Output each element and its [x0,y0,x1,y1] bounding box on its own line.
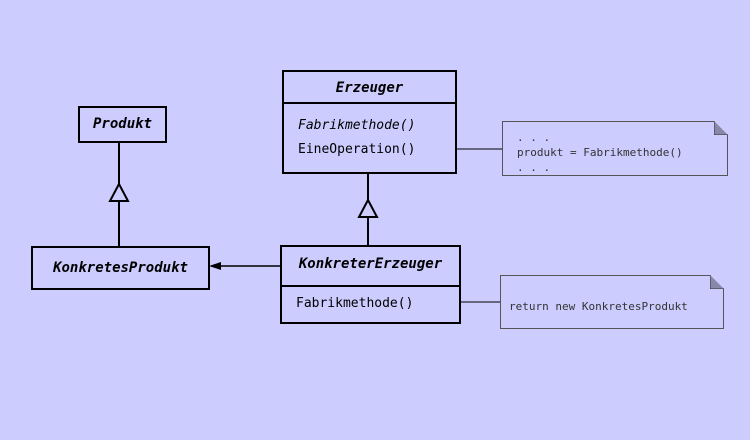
class-konkretes-produkt: KonkretesProdukt [31,246,210,290]
note-eineoperation: . . . produkt = Fabrikmethode() . . . [502,121,728,176]
note-fold-icon [710,275,724,289]
dependency-arrowhead [209,262,221,270]
inheritance-triangle-produkt [108,181,130,202]
note-line: . . . [517,131,551,144]
class-konkretes-produkt-title: KonkretesProdukt [53,260,188,276]
erzeuger-operation-eineoperation: EineOperation() [298,142,416,157]
note-line: return new KonkretesProdukt [509,300,688,313]
class-konkreter-erzeuger: KonkreterErzeuger Fabrikmethode() [280,245,461,324]
konkreter-erzeuger-operation-fabrikmethode: Fabrikmethode() [296,296,414,311]
class-produkt: Produkt [78,106,167,143]
class-konkreter-erzeuger-title: KonkreterErzeuger [282,247,459,287]
note-line: produkt = Fabrikmethode() [517,146,683,159]
note-fabrikmethode: return new KonkretesProdukt [500,275,724,329]
note-line: . . . [517,161,551,174]
class-produkt-title: Produkt [92,116,152,132]
class-erzeuger: Erzeuger Fabrikmethode() EineOperation() [282,70,457,174]
note-fold-icon [714,121,728,135]
class-erzeuger-title: Erzeuger [284,72,455,104]
inheritance-triangle-erzeuger [357,197,379,218]
erzeuger-operation-fabrikmethode: Fabrikmethode() [298,118,416,133]
